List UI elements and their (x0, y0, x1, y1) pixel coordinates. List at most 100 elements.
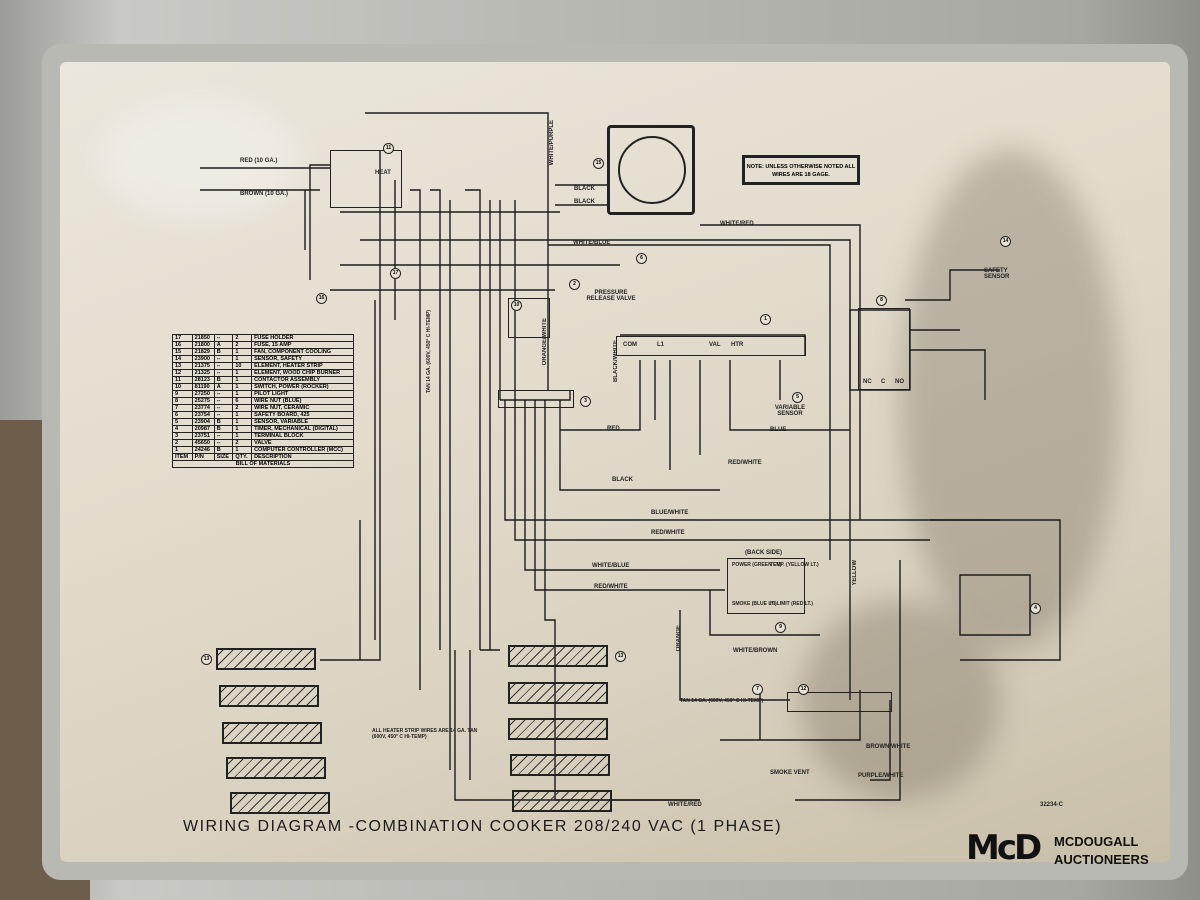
bom-cell: -- (213, 397, 234, 405)
diagram-title: WIRING DIAGRAM -COMBINATION COOKER 208/2… (183, 818, 783, 835)
bom-cell: 23900 (191, 355, 215, 363)
wire-label: YELLOW (852, 560, 858, 586)
bom-cell: WIRE NUT, CERAMIC (251, 404, 354, 412)
controller-terminals: COM L1 VAL HTR (616, 336, 806, 356)
note-box: NOTE: UNLESS OTHERWISE NOTED ALL WIRES A… (742, 155, 860, 185)
wire-label: RED/WHITE (651, 530, 685, 536)
callout-13: 13 (201, 654, 212, 665)
bom-cell: 21829 (191, 348, 215, 356)
bom-cell: SAFETY BOARD, 425 (251, 411, 354, 419)
callout-12: 12 (798, 684, 809, 695)
callout-8: 8 (876, 295, 887, 306)
heater-strip (508, 718, 608, 740)
callout-10: 10 (511, 300, 522, 311)
bom-cell: VALVE (251, 439, 354, 447)
bom-cell: 27250 (191, 390, 215, 398)
bom-cell: 3 (172, 432, 193, 440)
bom-cell: 10 (232, 362, 253, 370)
callout-13: 13 (615, 651, 626, 662)
bom-cell: 1 (232, 432, 253, 440)
bom-cell: CONTACTOR ASSEMBLY (251, 376, 354, 384)
callout-14: 14 (1000, 236, 1011, 247)
smoke-light-label: SMOKE (BLUE LT.) (732, 601, 777, 607)
terminal-l1: L1 (657, 342, 665, 348)
terminal-no: NO (895, 379, 904, 385)
wire-label: BLACK (612, 477, 633, 483)
fan-icon (607, 125, 695, 215)
bom-cell: 2 (232, 341, 253, 349)
bom-cell: 2 (232, 439, 253, 447)
bom-cell: 16 (172, 341, 193, 349)
safety-sensor-label: SAFETY SENSOR (984, 268, 1010, 280)
hilimit-light-label: HI-LIMIT (RED LT.) (770, 601, 813, 607)
bom-cell: 2 (232, 334, 253, 342)
bom-cell: SWITCH, POWER (ROCKER) (251, 383, 354, 391)
bom-cell: TERMINAL BLOCK (251, 432, 354, 440)
pilot-lights-panel: POWER (GREEN LT.) TEMP. (YELLOW LT.) SMO… (727, 558, 819, 614)
bom-cell: FUSE HOLDER (251, 334, 354, 342)
bom-cell: 1 (232, 425, 253, 433)
wire-label: BLACK/WHITE (613, 340, 619, 382)
bom-cell: 23754 (191, 411, 215, 419)
bom-cell: -- (213, 404, 234, 412)
bom-cell: A (213, 383, 234, 391)
bom-cell: 1 (232, 348, 253, 356)
wire-label: PURPLE/WHITE (858, 773, 904, 779)
bom-cell: DESCRIPTION (251, 453, 354, 461)
bom-cell: WIRE NUT (BLUE) (251, 397, 354, 405)
bom-cell: A (213, 341, 234, 349)
callout-3: 3 (580, 396, 591, 407)
terminal-com: COM (623, 342, 637, 348)
terminal-val: VAL (709, 342, 721, 348)
bom-cell: 1 (172, 446, 193, 454)
wire-label: RED/WHITE (594, 584, 628, 590)
bom-cell: 21325 (191, 369, 215, 377)
callout-9: 9 (775, 622, 786, 633)
bom-cell: 1 (232, 446, 253, 454)
bom-cell: -- (213, 334, 234, 342)
bom-cell: 1 (232, 411, 253, 419)
bom-cell: SENSOR, SAFETY (251, 355, 354, 363)
bom-cell: 15 (172, 348, 193, 356)
callout-16: 16 (316, 293, 327, 304)
bom-cell: 5 (172, 418, 193, 426)
bom-caption-row: BILL OF MATERIALS (172, 460, 354, 468)
logo-mark: McD (966, 828, 1042, 868)
bom-cell: -- (213, 411, 234, 419)
bom-cell: TIMER, MECHANICAL (DIGITAL) (251, 425, 354, 433)
bom-cell: FUSE, 15 AMP (251, 341, 354, 349)
bom-cell: 23904 (191, 418, 215, 426)
heater-strip (508, 682, 608, 704)
wire-label: ORANGE (676, 625, 682, 652)
heater-strip (510, 754, 610, 776)
heater-strip (219, 685, 319, 707)
logo-line2: AUCTIONEERS (1054, 852, 1149, 867)
callout-2: 2 (569, 279, 580, 290)
bom-cell: 21850 (191, 334, 215, 342)
bom-cell: 6 (172, 411, 193, 419)
bom-cell: 1 (232, 418, 253, 426)
bom-cell: 23774 (191, 404, 215, 412)
bom-cell: 2 (172, 439, 193, 447)
wire-label: RED (10 GA.) (240, 158, 278, 164)
bom-cell: 1 (232, 355, 253, 363)
bom-cell: B (213, 446, 234, 454)
callout-7: 7 (752, 684, 763, 695)
bom-cell: 7 (172, 404, 193, 412)
bom-cell: 1 (232, 383, 253, 391)
terminal-htr: HTR (731, 342, 744, 348)
bom-cell: -- (213, 432, 234, 440)
bom-cell: 2 (232, 404, 253, 412)
bom-cell: PILOT LIGHT (251, 390, 354, 398)
